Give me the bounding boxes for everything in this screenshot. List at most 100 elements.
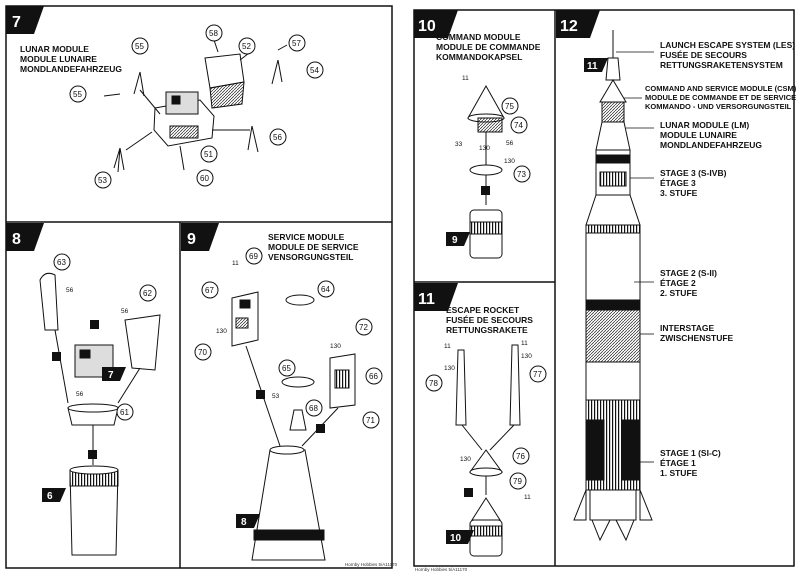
- command-module-drawing: [467, 84, 505, 259]
- step-7-panel: 7 LUNAR MODULE MODULE LUNAIRE MONDLANDEF…: [6, 6, 324, 189]
- part-number: 55: [135, 42, 144, 51]
- adapter-drawing: [39, 272, 161, 556]
- connector-marker: [88, 450, 97, 459]
- step-9-panel: 9 SERVICE MODULE MODULE DE SERVICE VENSO…: [181, 223, 383, 561]
- step-number: 10: [418, 18, 436, 35]
- lunar-module-drawing: [103, 39, 288, 173]
- part-number: 79: [513, 477, 522, 486]
- step-title-en: ESCAPE ROCKET: [446, 305, 520, 315]
- step-title-de: KOMMANDOKAPSEL: [436, 52, 522, 62]
- part-number: 67: [205, 286, 214, 295]
- rocket-label: RETTUNGSRAKETENSYSTEM: [660, 60, 783, 70]
- part-number: 63: [57, 258, 66, 267]
- rocket-label: STAGE 2 (S-II): [660, 268, 717, 278]
- part-number: 65: [282, 364, 291, 373]
- part-number: 53: [98, 176, 107, 185]
- rocket-label: LUNAR MODULE (LM): [660, 120, 749, 130]
- rocket-label: ÉTAGE 2: [660, 278, 696, 288]
- part-number: 62: [143, 289, 152, 298]
- step-12-panel: 12 11: [556, 10, 797, 542]
- part-number: 74: [514, 121, 523, 130]
- escape-rocket-drawing: [455, 344, 521, 557]
- step-badge: [556, 10, 600, 38]
- part-number: 76: [516, 452, 525, 461]
- badge-number: 11: [587, 61, 598, 72]
- stage2-label: STAGE 2 (S-II) ÉTAGE 2 2. STUFE: [660, 268, 717, 298]
- part-number: 70: [198, 348, 207, 357]
- step-title-fr: MODULE DE COMMANDE: [436, 42, 541, 52]
- small-number: 130: [521, 353, 532, 360]
- rocket-label: STAGE 1 (SI-C): [660, 448, 721, 458]
- part-number: 66: [369, 372, 378, 381]
- step-badge: [6, 223, 44, 251]
- step-title-fr: MODULE LUNAIRE: [20, 54, 97, 64]
- badge-number: 6: [47, 491, 53, 502]
- part-number: 68: [309, 404, 318, 413]
- reference-badge: [446, 232, 470, 246]
- rocket-label: MONDLANDEFAHRZEUG: [660, 140, 762, 150]
- connector-marker: [90, 320, 99, 329]
- connector-marker: [256, 390, 265, 399]
- small-number: 11: [444, 343, 451, 350]
- step-title-fr: MODULE DE SERVICE: [268, 242, 359, 252]
- part-number: 57: [292, 39, 301, 48]
- part-number: 73: [517, 170, 526, 179]
- footer-code: Hornby Hobbies 5/A11170: [415, 567, 468, 572]
- part-number: 56: [66, 287, 74, 294]
- left-page-border: [5, 5, 393, 569]
- step-10-panel: 10 COMMAND MODULE MODULE DE COMMANDE KOM…: [414, 10, 541, 259]
- service-module-drawing: [231, 291, 356, 561]
- part-callouts: 55 58 52 57 54 55 56 51 53 60: [69, 24, 324, 189]
- part-number: 51: [204, 150, 213, 159]
- part-number: 56: [273, 133, 282, 142]
- rocket-label: 1. STUFE: [660, 468, 698, 478]
- step-number: 9: [187, 231, 196, 248]
- step-badge: [6, 6, 44, 34]
- part-number: 56: [76, 391, 84, 398]
- reference-badge: [446, 530, 474, 544]
- rocket-label: KOMMANDO - UND VERSORGUNGSTEIL: [645, 102, 792, 111]
- part-number: 69: [249, 252, 258, 261]
- rocket-label: COMMAND AND SERVICE MODULE (CSM): [645, 84, 797, 93]
- step-title-en: COMMAND MODULE: [436, 32, 521, 42]
- small-number: 130: [504, 158, 515, 165]
- rocket-label: ÉTAGE 1: [660, 458, 696, 468]
- part-number: 56: [121, 308, 129, 315]
- connector-marker: [52, 352, 61, 361]
- step-8-panel: 8 7 6 63 62 61 56 56 56: [6, 223, 161, 556]
- part-number: 78: [429, 379, 438, 388]
- step-title-en: LUNAR MODULE: [20, 44, 89, 54]
- small-number: 130: [479, 145, 490, 152]
- connector-marker: [464, 488, 473, 497]
- badge-number: 7: [108, 370, 114, 381]
- step-number: 8: [12, 231, 21, 248]
- part-number: 72: [359, 323, 368, 332]
- part-number: 64: [321, 285, 330, 294]
- badge-number: 9: [452, 235, 458, 246]
- small-number: 33: [455, 141, 463, 148]
- step-badge: [414, 283, 458, 311]
- small-number: 11: [232, 260, 239, 267]
- part-number: 71: [366, 416, 375, 425]
- part-number: 61: [120, 408, 129, 417]
- step-number: 11: [418, 291, 435, 308]
- step-badge: [414, 10, 458, 38]
- small-number: 130: [330, 343, 341, 350]
- part-number: 60: [200, 174, 209, 183]
- badge-number: 10: [450, 533, 462, 544]
- connector-marker: [316, 424, 325, 433]
- part-number: 77: [533, 370, 542, 379]
- reference-badge: [236, 514, 260, 528]
- small-number: 11: [524, 494, 531, 501]
- step-title-en: SERVICE MODULE: [268, 232, 345, 242]
- reference-badge: [42, 488, 66, 502]
- connector-marker: [481, 186, 490, 195]
- part-number: 75: [505, 102, 514, 111]
- small-number: 130: [216, 328, 227, 335]
- small-number: 130: [460, 456, 471, 463]
- step-title-de: MONDLANDEFAHRZEUG: [20, 64, 122, 74]
- rocket-label: 2. STUFE: [660, 288, 698, 298]
- step-title-de: RETTUNGSRAKETE: [446, 325, 528, 335]
- step-number: 12: [560, 18, 578, 35]
